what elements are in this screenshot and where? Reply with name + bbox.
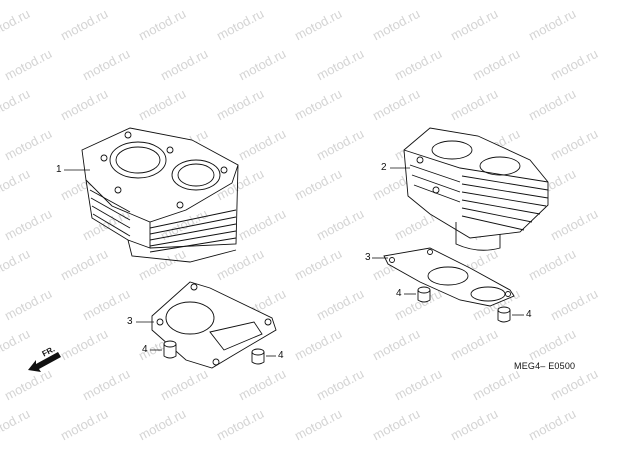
callout-3-left: 3 <box>127 316 133 327</box>
gasket-part-3-right <box>383 247 515 307</box>
callout-2: 2 <box>381 162 387 173</box>
dowel-pin-left-a <box>163 340 177 359</box>
diagram-code: MEG4– E0500 <box>514 361 576 371</box>
callout-3-right: 3 <box>365 252 371 263</box>
dowel-pin-right-b <box>497 306 511 323</box>
dowel-pin-left-b <box>251 348 265 365</box>
callout-4-right-a: 4 <box>396 288 402 299</box>
front-arrow-icon <box>28 352 61 372</box>
cylinder-part-1 <box>81 127 239 263</box>
cylinder-part-2 <box>403 127 549 251</box>
callout-1: 1 <box>56 164 62 175</box>
dowel-pin-right-a <box>417 286 431 303</box>
callout-4-left-a: 4 <box>142 344 148 355</box>
callout-4-left-b: 4 <box>278 350 284 361</box>
callout-4-right-b: 4 <box>526 309 532 320</box>
